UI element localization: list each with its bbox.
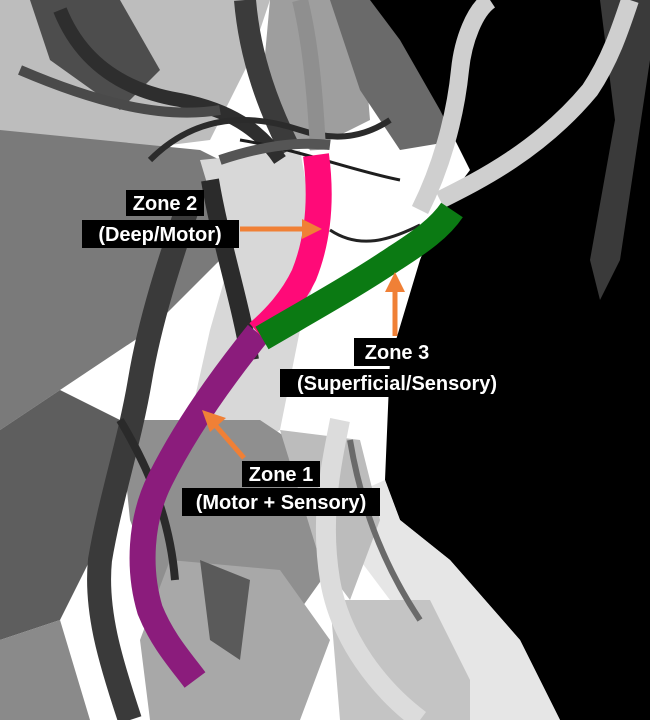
zone-1-subtitle: (Motor + Sensory) xyxy=(196,492,367,514)
zone-3-arrow xyxy=(385,272,405,336)
label-background xyxy=(242,461,320,487)
nerve-zones xyxy=(129,153,463,688)
label-background xyxy=(82,220,239,248)
zone-3-subtitle: (Superficial/Sensory) xyxy=(297,373,497,395)
zone-2-title: Zone 2 xyxy=(133,193,197,215)
zone-3-segment xyxy=(255,202,463,350)
label-background xyxy=(126,190,204,216)
zone-1-title: Zone 1 xyxy=(249,464,313,486)
arrows xyxy=(202,219,405,460)
zone-2-label: Zone 2 (Deep/Motor) xyxy=(82,190,239,248)
label-background xyxy=(182,488,380,516)
zone-3-label: Zone 3 (Superficial/Sensory) xyxy=(280,338,514,397)
zone-1-label: Zone 1 (Motor + Sensory) xyxy=(182,461,380,516)
label-background xyxy=(280,369,514,397)
zone-3-title: Zone 3 xyxy=(365,342,429,364)
label-background xyxy=(354,338,440,366)
zone-2-subtitle: (Deep/Motor) xyxy=(98,224,221,246)
zone-1-segment xyxy=(129,324,269,688)
zone-2-arrow xyxy=(240,219,322,239)
zone-1-arrow xyxy=(202,410,246,460)
